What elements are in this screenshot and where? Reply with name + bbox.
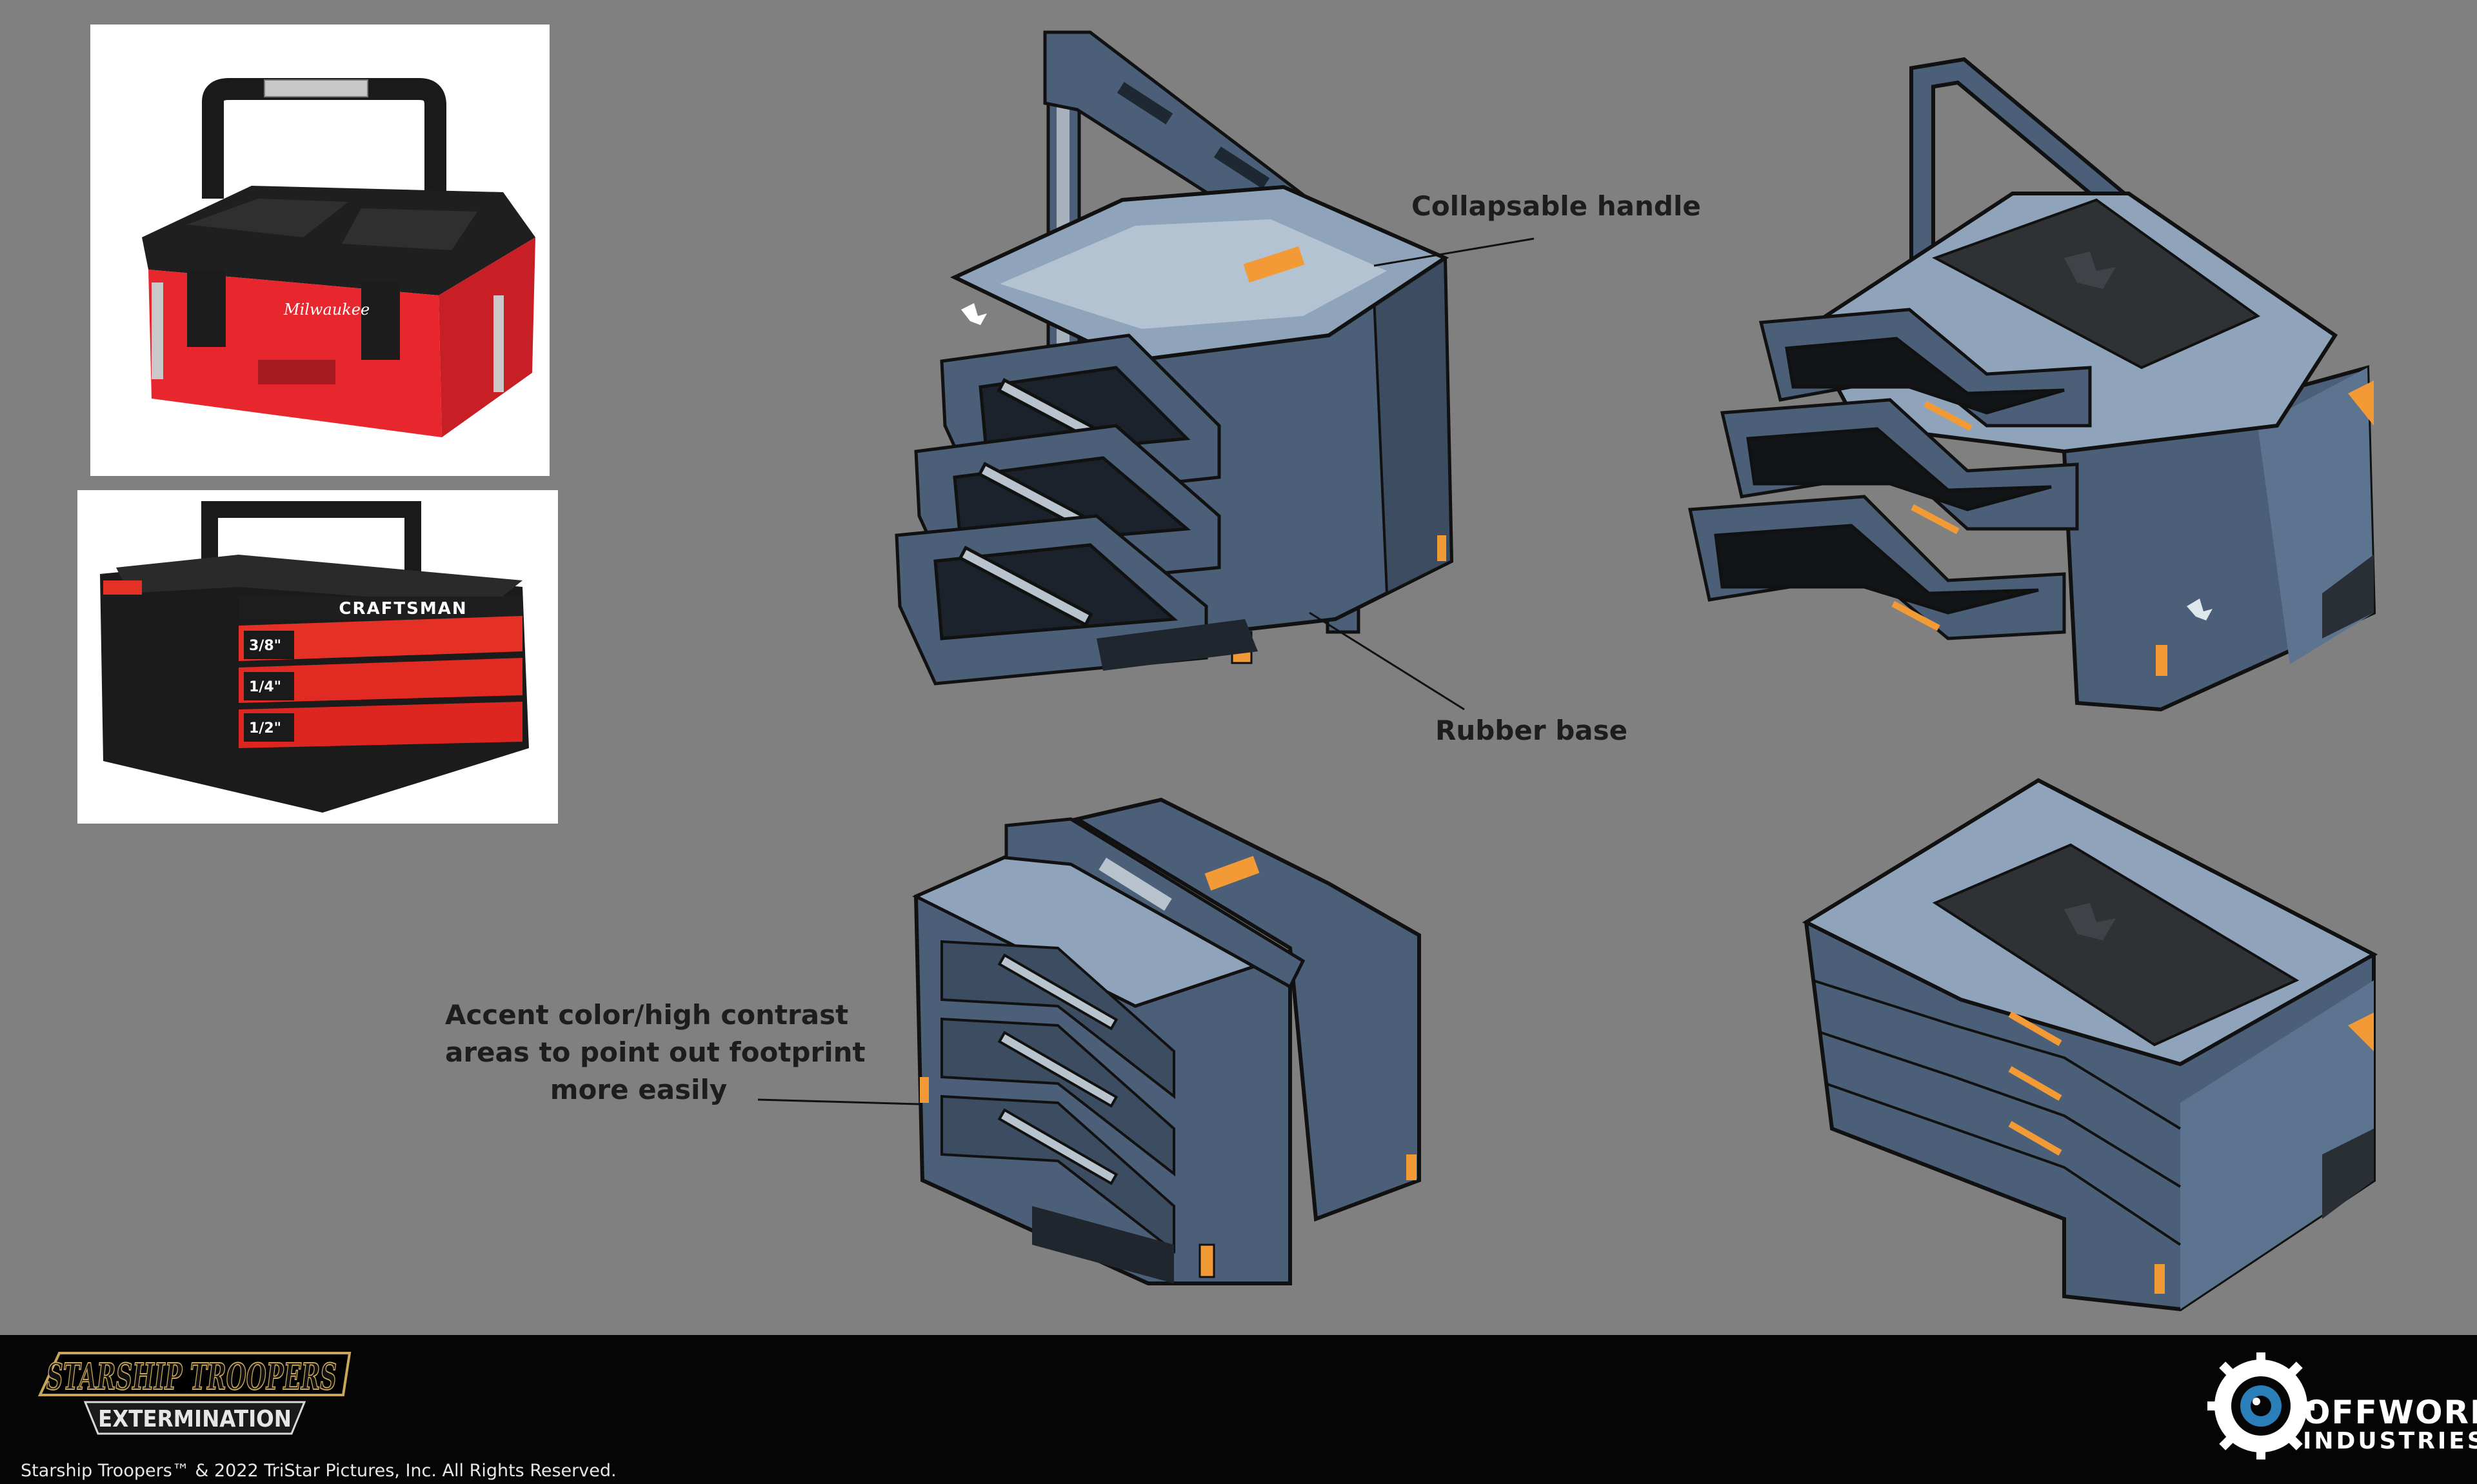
drawer-label-0: 3/8" xyxy=(249,638,281,654)
collapsable-handle-label: Collapsable handle xyxy=(1411,190,1701,222)
accent-color-line-1: Accent color/high contrast xyxy=(445,999,849,1031)
studio-name-line-2: INDUSTRIES xyxy=(2303,1428,2477,1454)
reference-photo-milwaukee: Milwaukee xyxy=(90,25,550,476)
accent-color-line-3: more easily xyxy=(550,1074,728,1105)
starship-troopers-logo: STARSHIP TROOPERS EXTERMINATION xyxy=(21,1347,356,1443)
logo-subtitle-text: EXTERMINATION xyxy=(98,1406,292,1432)
reference-photo-craftsman: CRAFTSMAN 3/8" 1/4" 1/2" xyxy=(77,490,558,824)
concept-toolbox-closed xyxy=(1793,767,2378,1322)
offworld-gear-icon xyxy=(2207,1352,2314,1459)
milwaukee-brand-text: Milwaukee xyxy=(283,301,370,319)
logo-title-text: STARSHIP TROOPERS xyxy=(46,1356,337,1398)
craftsman-brand-text: CRAFTSMAN xyxy=(339,599,467,618)
concept-toolbox-handle-extended xyxy=(884,26,1464,709)
studio-name-line-1: OFFWORLD xyxy=(2303,1394,2477,1431)
drawer-label-2: 1/2" xyxy=(249,720,281,737)
studio-name: OFFWORLD INDUSTRIES xyxy=(2303,1396,2477,1453)
drawer-label-1: 1/4" xyxy=(249,679,281,695)
rubber-base-label: Rubber base xyxy=(1435,715,1628,746)
concept-toolbox-tiered-open xyxy=(1677,57,2376,722)
copyright-text: Starship Troopers™ & 2022 TriStar Pictur… xyxy=(21,1461,617,1481)
accent-color-note: Accent color/high contrast areas to poin… xyxy=(445,996,866,1109)
concept-toolbox-handle-collapsed xyxy=(903,793,1432,1296)
offworld-industries-logo: OFFWORLD INDUSTRIES xyxy=(2206,1351,2477,1461)
accent-color-line-2: areas to point out footprint xyxy=(445,1036,866,1068)
footer-bar xyxy=(0,1335,2477,1484)
